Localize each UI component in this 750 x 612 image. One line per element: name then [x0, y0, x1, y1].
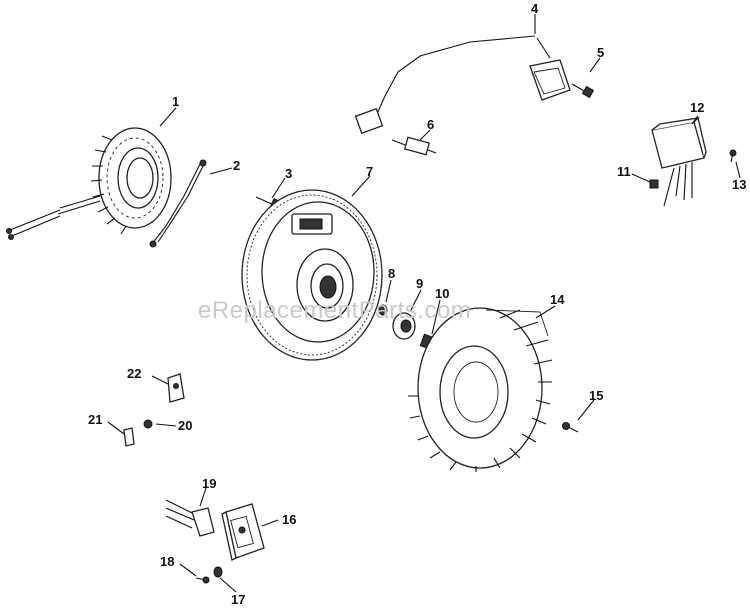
- callout-3: 3: [285, 166, 292, 181]
- leader-lines: [107, 14, 741, 593]
- clip-part-21: [123, 427, 135, 447]
- screw-part-15: [562, 422, 579, 433]
- callout-21: 21: [88, 412, 102, 427]
- callout-18: 18: [160, 554, 174, 569]
- callout-17: 17: [231, 592, 245, 607]
- spark-plug-part-6: [391, 136, 437, 156]
- callout-6: 6: [427, 117, 434, 132]
- washer-part-8: [378, 304, 388, 316]
- ignition-coil-part-4: [354, 35, 571, 135]
- callout-7: 7: [366, 164, 373, 179]
- callout-labels: 1 2 3 4 5 6 7 8 9 10 11 12 13 14 15 16 1…: [88, 1, 746, 607]
- callout-13: 13: [732, 177, 746, 192]
- wire-bracket-part-2: [149, 159, 207, 248]
- module-part-12: [651, 117, 707, 207]
- watermark-text: eReplacementParts.com: [198, 297, 471, 324]
- fan-part-14: [408, 307, 553, 472]
- washer-part-20: [143, 419, 153, 429]
- callout-5: 5: [597, 45, 604, 60]
- callout-11: 11: [617, 164, 631, 179]
- callout-1: 1: [172, 94, 179, 109]
- screw-part-13: [729, 149, 737, 163]
- callout-10: 10: [435, 286, 449, 301]
- callout-14: 14: [550, 292, 565, 307]
- callout-9: 9: [416, 276, 423, 291]
- callout-19: 19: [202, 476, 216, 491]
- callout-20: 20: [178, 418, 192, 433]
- nut-part-17: [213, 566, 223, 578]
- flywheel-part-7: [241, 189, 383, 361]
- callout-12: 12: [690, 100, 704, 115]
- spacer-part-9: [392, 312, 416, 340]
- callout-22: 22: [127, 366, 141, 381]
- callout-8: 8: [388, 266, 395, 281]
- screw-part-5: [571, 83, 595, 99]
- callout-16: 16: [282, 512, 296, 527]
- stator-part-1: [6, 127, 172, 240]
- callout-2: 2: [233, 158, 240, 173]
- rectifier-part-16: [221, 503, 265, 561]
- callout-4: 4: [531, 1, 539, 16]
- connector-part-19: [165, 499, 215, 537]
- callout-15: 15: [589, 388, 603, 403]
- nut-part-11: [649, 179, 659, 189]
- clamp-part-22: [167, 373, 185, 403]
- screw-part-18: [195, 576, 210, 584]
